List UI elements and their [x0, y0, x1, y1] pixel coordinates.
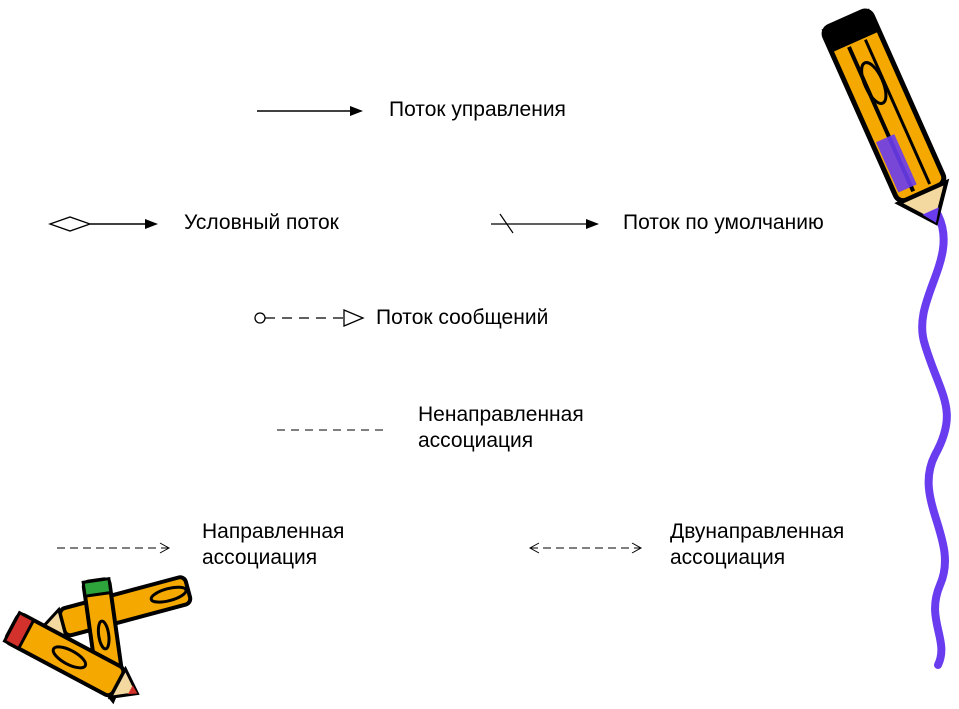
message-flow-label: Поток сообщений — [376, 306, 549, 329]
directed-association-line2: ассоциация — [202, 546, 318, 569]
undirected-association-line1: Ненаправленная — [418, 403, 584, 426]
bidirectional-association-line1: Двунаправленная — [670, 520, 845, 543]
control-flow-label: Поток управления — [389, 98, 566, 121]
default-flow-symbol — [491, 213, 599, 234]
default-flow-label: Поток по умолчанию — [623, 211, 824, 234]
directed-association-line1: Направленная — [202, 520, 345, 543]
bidirectional-association-symbol — [528, 542, 643, 554]
message-flow-symbol — [254, 309, 365, 327]
directed-association-symbol — [57, 542, 171, 554]
conditional-flow-label: Условный поток — [184, 211, 339, 234]
directed-association-label: Направленная ассоциация — [202, 519, 344, 571]
bidirectional-association-line2: ассоциация — [670, 546, 786, 569]
undirected-association-label: Ненаправленная ассоциация — [418, 402, 584, 454]
conditional-flow-symbol — [48, 216, 158, 232]
wavy-border — [918, 211, 951, 669]
bidirectional-association-label: Двунаправленная ассоциация — [670, 519, 844, 571]
undirected-association-line2: ассоциация — [418, 429, 534, 452]
control-flow-symbol — [257, 106, 363, 116]
